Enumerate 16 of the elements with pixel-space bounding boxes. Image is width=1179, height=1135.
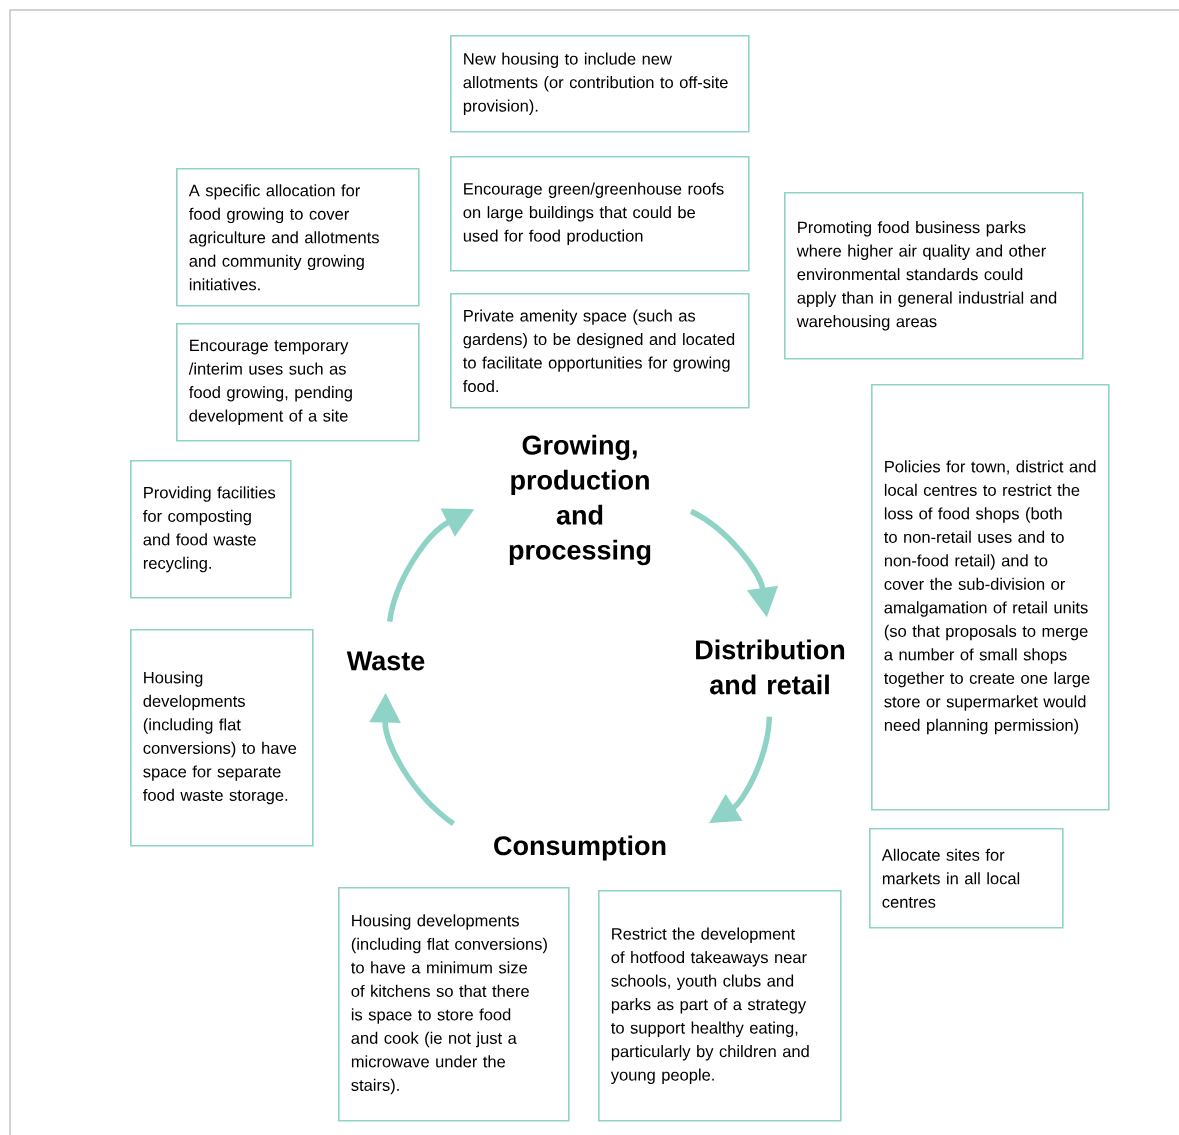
text-box: New housing to include new allotments (or contribution to off-site provision). [450, 35, 750, 133]
stage-label: Waste [346, 651, 425, 671]
text-box: Private amenity space (such as gardens) to be designed and located to facilitate opportunities for growing food. [450, 293, 750, 409]
text-box: Housing developments (including flat conversions) to have space for separate food waste storage. [130, 629, 314, 847]
stage-label: Consumption [494, 835, 666, 861]
text-box: Providing facilities for composting and food waste recycling. [130, 460, 292, 599]
text-box: Allocate sites for markets in all local centres [869, 828, 1064, 929]
text-box: Promoting food business parks where higher air quality and other environmental standards could apply than in general industrial and warehousing areas [784, 192, 1084, 360]
text-box: A specific allocation for food growing to cover agriculture and allotments and community growing initiatives. [176, 168, 420, 307]
text-box: Housing developments (including flat conversions) to have a minimum size of kitchens so that there is space to store food and cook (ie not just a microwave under the stairs). [338, 887, 570, 1122]
text-box: Encourage green/greenhouse roofs on large buildings that could be used for food production [450, 156, 750, 272]
text-box: Encourage temporary /interim uses such as food growing, pending development of a site [176, 323, 420, 442]
text-box: Policies for town, district and local centres to restrict the loss of food shops (both to non-retail uses and to non-food retail) and to cover the sub-division or amalgamation of retail units (so that proposals to merge a number of small shops together to create one large store or supermarket would need planning permission) [871, 384, 1110, 811]
stage-label: Distribution and retail [696, 639, 845, 695]
stage-label: Growing, production and processing [509, 434, 651, 566]
text-box: Restrict the development of hotfood takeaways near schools, youth clubs and parks as part of a strategy to support healthy eating, particularly by children and young people. [598, 890, 842, 1122]
